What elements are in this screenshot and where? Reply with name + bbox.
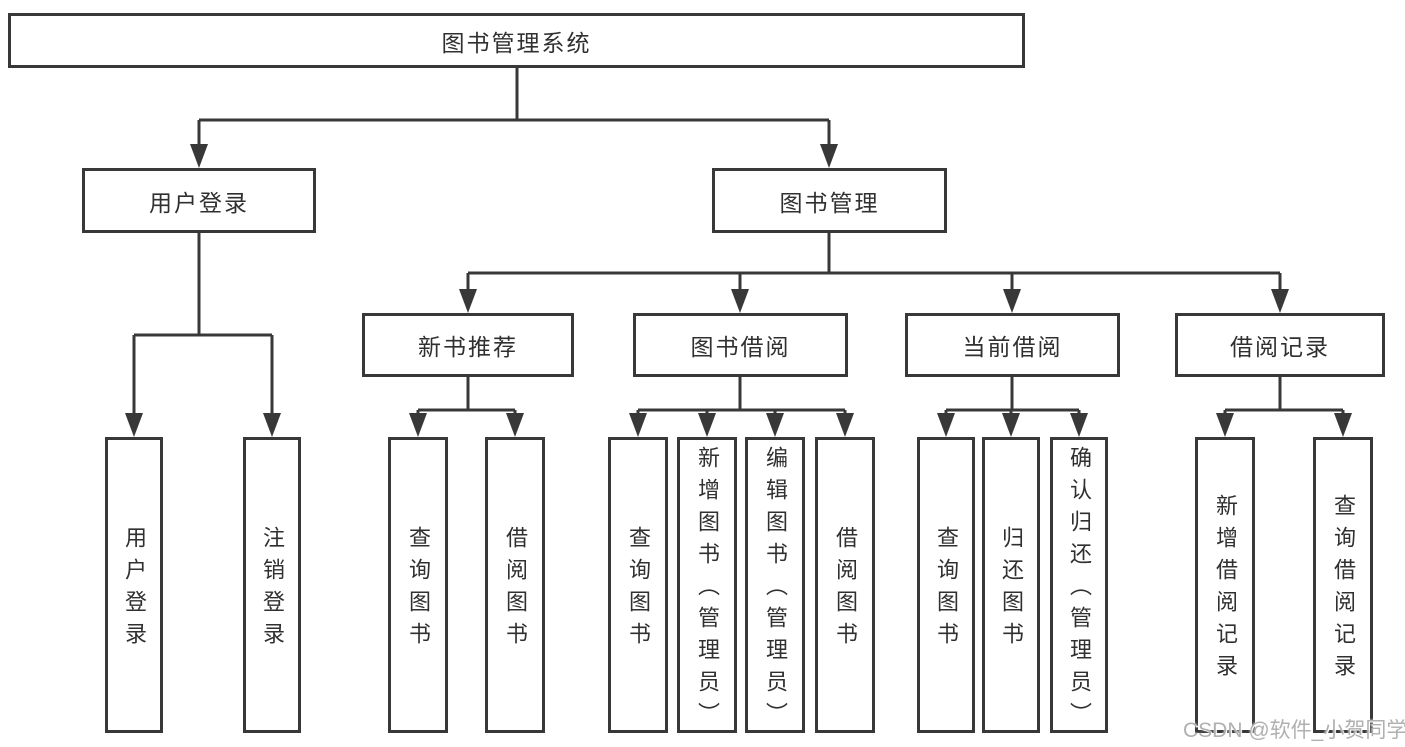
leaf-query-borrow-record: 查询借阅记录 <box>1313 437 1373 733</box>
node-new-book-recommend-label: 新书推荐 <box>418 334 518 360</box>
watermark: CSDN @软件_小贺同学 <box>1183 719 1405 742</box>
leaf-borrow-books-2-label: 借阅图书 <box>833 526 858 654</box>
leaf-logout: 注销登录 <box>243 437 301 733</box>
leaf-user-login-label: 用户登录 <box>122 526 147 654</box>
leaf-query-books-1: 查询图书 <box>388 437 448 733</box>
leaf-logout-label: 注销登录 <box>260 526 285 654</box>
leaf-add-books-admin: 新增图书（管理员） <box>677 437 737 734</box>
arrowheads <box>125 144 1352 437</box>
node-borrow-records: 借阅记录 <box>1175 313 1385 377</box>
leaf-edit-books-admin: 编辑图书（管理员） <box>745 437 805 734</box>
leaf-user-login: 用户登录 <box>105 437 163 733</box>
node-current-borrow: 当前借阅 <box>905 313 1120 377</box>
leaf-borrow-books-2: 借阅图书 <box>815 437 875 733</box>
leaf-add-borrow-record-label: 新增借阅记录 <box>1213 494 1238 686</box>
node-user-login-label: 用户登录 <box>149 189 249 216</box>
leaf-add-books-admin-label: 新增图书（管理员） <box>695 446 720 734</box>
node-current-borrow-label: 当前借阅 <box>962 334 1063 360</box>
node-book-management: 图书管理 <box>712 168 947 233</box>
leaf-query-borrow-record-label: 查询借阅记录 <box>1331 494 1356 686</box>
node-user-login: 用户登录 <box>82 168 316 233</box>
leaf-query-books-3: 查询图书 <box>917 437 975 733</box>
node-book-borrow-label: 图书借阅 <box>690 334 791 360</box>
node-book-management-label: 图书管理 <box>779 189 880 216</box>
leaf-return-books: 归还图书 <box>982 437 1040 733</box>
leaf-borrow-books-1: 借阅图书 <box>485 437 545 733</box>
node-book-borrow: 图书借阅 <box>633 313 848 377</box>
leaf-return-books-label: 归还图书 <box>999 526 1024 654</box>
leaf-confirm-return-admin-label: 确认归还（管理员） <box>1067 446 1092 734</box>
leaf-borrow-books-1-label: 借阅图书 <box>503 526 528 654</box>
node-new-book-recommend: 新书推荐 <box>362 313 574 377</box>
leaf-query-books-3-label: 查询图书 <box>934 526 959 654</box>
leaf-query-books-2-label: 查询图书 <box>626 526 651 654</box>
leaf-query-books-1-label: 查询图书 <box>406 526 431 654</box>
node-borrow-records-label: 借阅记录 <box>1230 334 1330 360</box>
leaf-add-borrow-record: 新增借阅记录 <box>1195 437 1255 733</box>
leaf-confirm-return-admin: 确认归还（管理员） <box>1050 437 1108 734</box>
node-root-label: 图书管理系统 <box>441 29 592 56</box>
leaf-query-books-2: 查询图书 <box>608 437 668 733</box>
node-root: 图书管理系统 <box>8 13 1025 68</box>
leaf-edit-books-admin-label: 编辑图书（管理员） <box>763 446 788 734</box>
